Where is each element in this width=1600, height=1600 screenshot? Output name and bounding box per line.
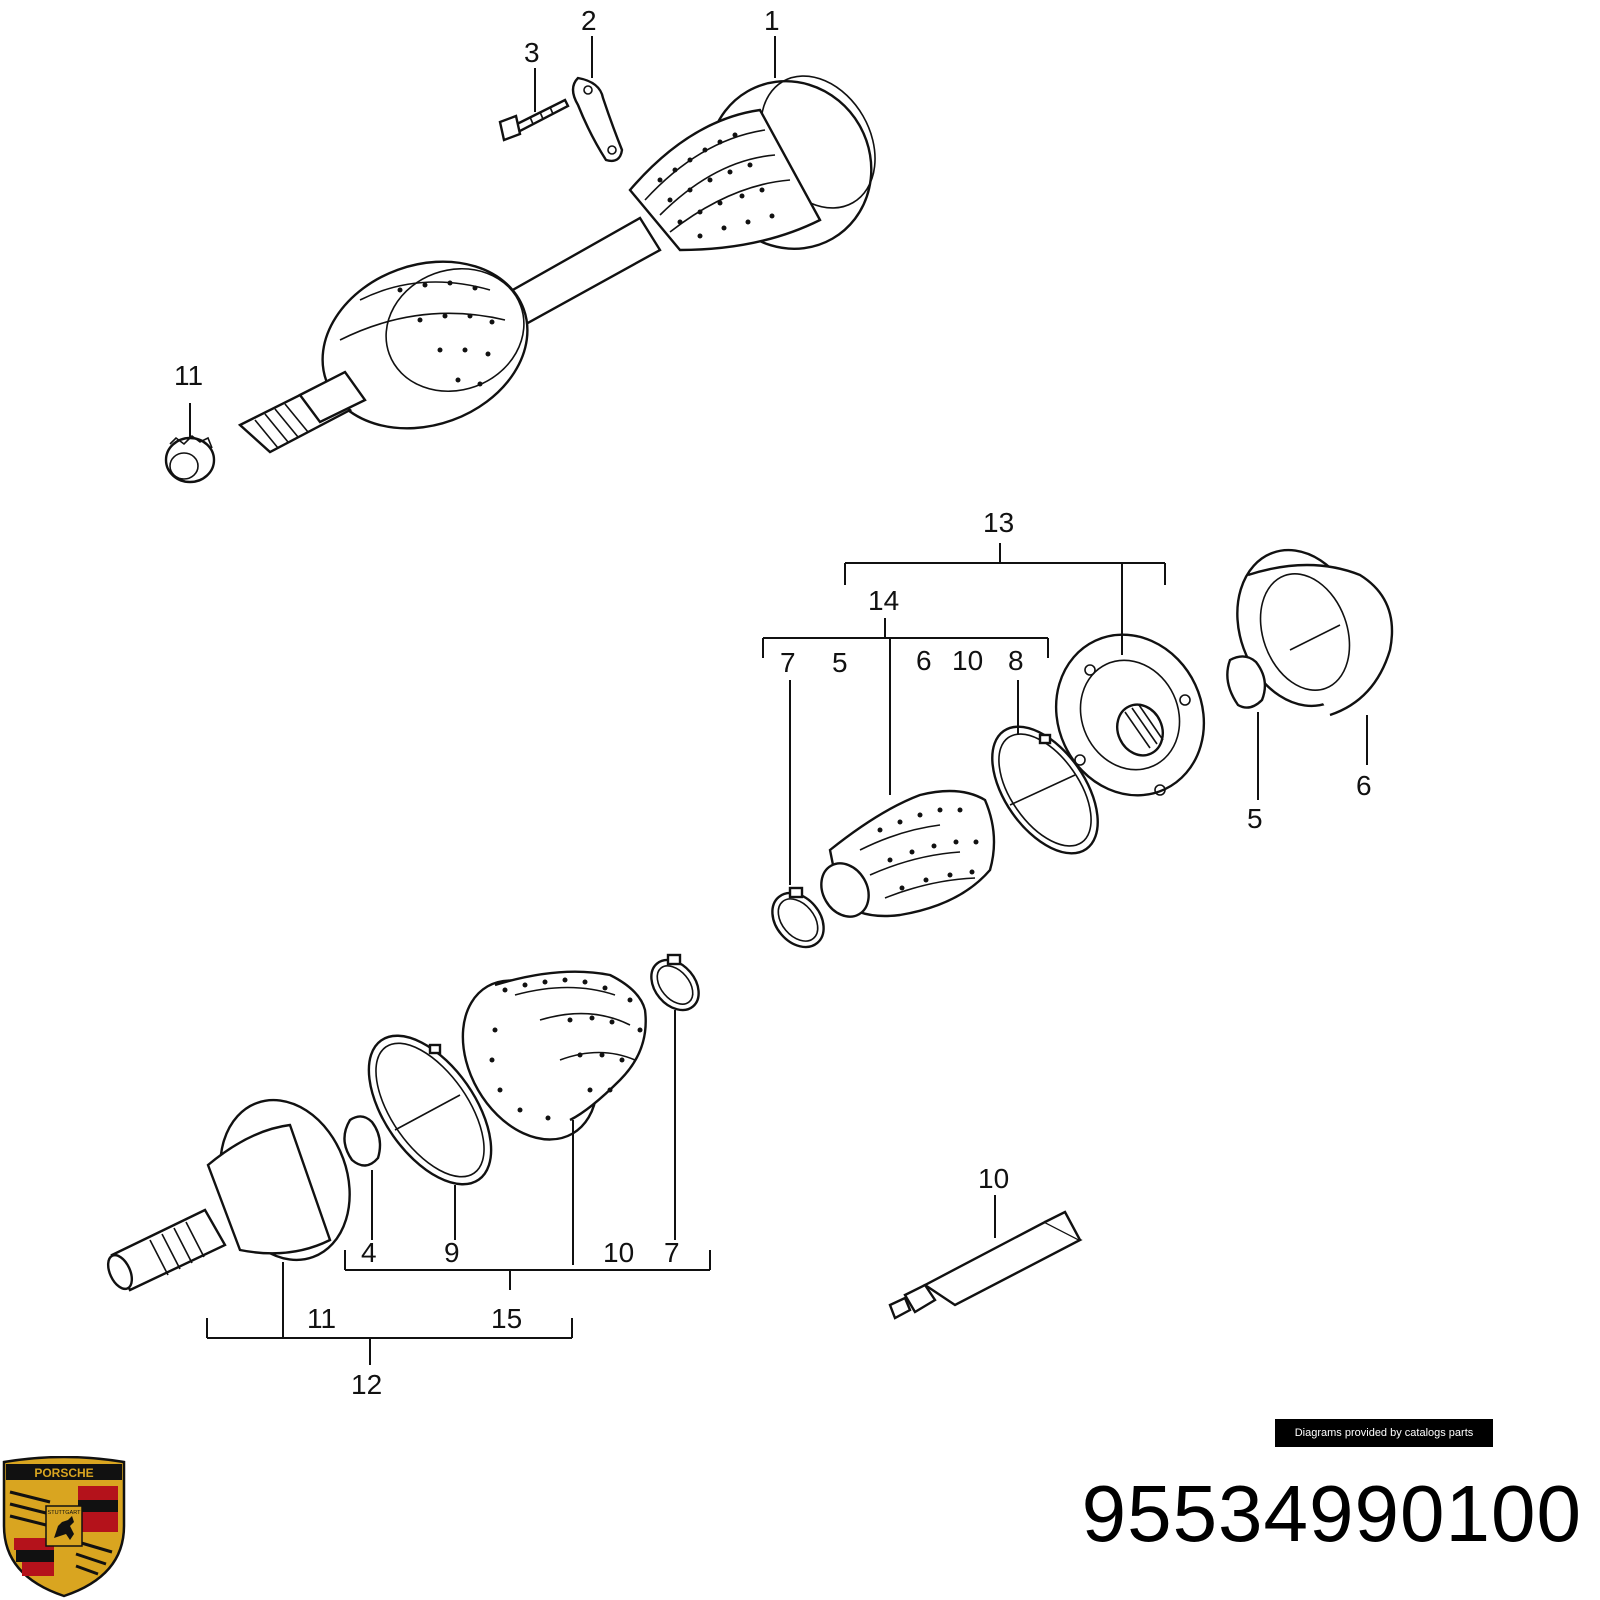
small-clamp-part-7-lower	[650, 953, 700, 1012]
inner-boot-part-14	[820, 789, 996, 918]
callout-10-tube: 10	[978, 1163, 1009, 1194]
clamp-ring-part-8	[991, 725, 1099, 855]
logo-city: STUTTGART	[48, 1510, 82, 1516]
bolt-part-3	[498, 98, 570, 142]
small-clamp-part-7-upper	[771, 886, 825, 949]
circlip-part-4	[343, 1115, 382, 1167]
grease-tube-part-10	[888, 1210, 1083, 1320]
callout-5-right: 5	[1247, 803, 1263, 834]
clamp-ring-part-9	[367, 1034, 493, 1186]
callout-12: 12	[351, 1369, 382, 1400]
callout-15: 15	[491, 1303, 522, 1334]
diagram-credit-badge: Diagrams provided by catalogs parts	[1275, 1419, 1493, 1447]
outer-boot-part-15	[461, 970, 647, 1141]
callout-7-lower: 7	[664, 1237, 680, 1268]
porsche-crest-logo: PORSCHE STUTTGART	[2, 1456, 126, 1598]
callout-10-upper: 10	[952, 645, 983, 676]
callout-7-upper: 7	[780, 647, 796, 678]
leader-lines	[189, 36, 1368, 1365]
bracket-part-2	[571, 76, 624, 163]
logo-wordmark: PORSCHE	[34, 1466, 93, 1480]
callout-8: 8	[1008, 645, 1024, 676]
circlip-part-5-right	[1226, 655, 1267, 709]
nut-part-11-top	[164, 434, 216, 484]
callout-3: 3	[524, 37, 540, 68]
part-number: 95534990100	[1081, 1469, 1582, 1558]
driveshaft-assembly	[237, 75, 876, 454]
callout-11-top: 11	[174, 360, 203, 391]
callout-4: 4	[361, 1237, 377, 1268]
callout-10-lower: 10	[603, 1237, 634, 1268]
callout-6-right: 6	[1356, 770, 1372, 801]
callout-2: 2	[581, 5, 597, 36]
callout-13: 13	[983, 507, 1014, 538]
cover-part-6	[1236, 548, 1394, 717]
callout-11-lower: 11	[307, 1303, 336, 1334]
callout-labels: 1 2 3 11 13 14 7 5 6 10 8 5 6 4 9 10 7 1…	[174, 5, 1372, 1400]
callout-9: 9	[444, 1237, 460, 1268]
outer-joint-part-11-lower	[106, 1098, 351, 1292]
boot-dots	[397, 132, 775, 387]
callout-14: 14	[868, 585, 899, 616]
callout-5-upper: 5	[832, 647, 848, 678]
callout-6-upper: 6	[916, 645, 932, 676]
callout-1: 1	[764, 5, 780, 36]
inner-joint-flange	[1054, 633, 1206, 797]
horse-icon	[54, 1516, 74, 1540]
